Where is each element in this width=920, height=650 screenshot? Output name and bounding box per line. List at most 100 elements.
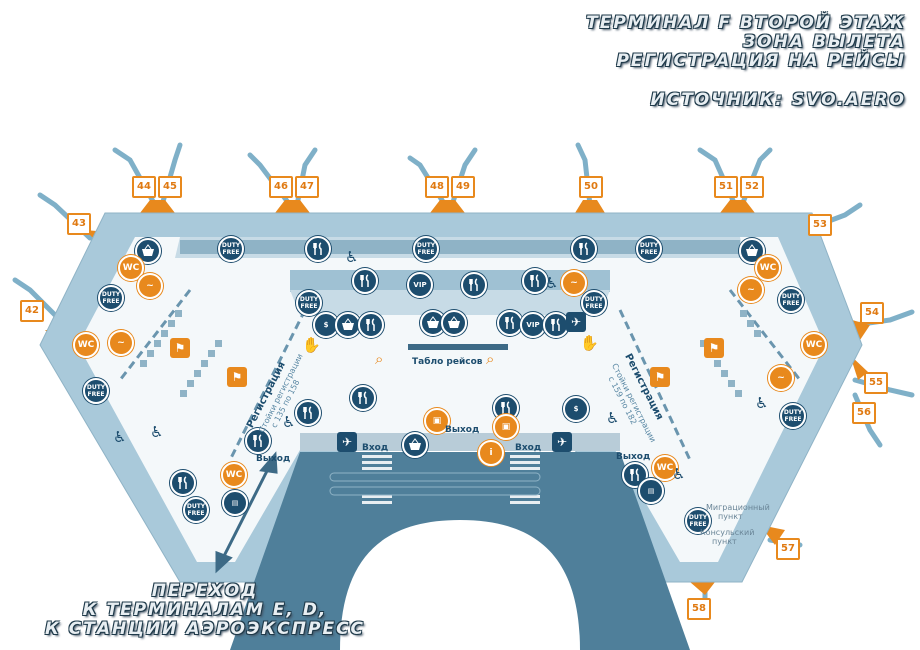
wheelchair-icon: ♿ (606, 409, 620, 427)
restaurant-icon (358, 312, 384, 338)
restaurant-icon (622, 462, 648, 488)
map-title: Терминал F второй этаж Зона вылета Регис… (586, 14, 906, 110)
title-line-1: Терминал F второй этаж (586, 13, 906, 33)
gate-51[interactable]: 51 (714, 176, 738, 198)
search-icon: ⌕ (486, 350, 495, 368)
passport-control-icon: ⚑ (227, 367, 247, 387)
exit-label: Выход (445, 425, 480, 435)
central-bar (300, 433, 620, 451)
wheelchair-icon: ♿ (113, 428, 127, 446)
gate-55[interactable]: 55 (864, 372, 888, 394)
wheelchair-icon: ♿ (345, 248, 359, 266)
restaurant-icon (543, 312, 569, 338)
gate-53[interactable]: 53 (808, 214, 832, 236)
gate-56[interactable]: 56 (852, 402, 876, 424)
gate-49[interactable]: 49 (451, 176, 475, 198)
gate-43[interactable]: 43 (67, 213, 91, 235)
transfer-title: Переход к терминалам E, D, к станции аэр… (10, 582, 400, 639)
entrance-label: Вход (362, 443, 389, 453)
baggage-wrap-icon: ▤ (638, 478, 664, 504)
restaurant-icon (461, 272, 487, 298)
currency-exchange-icon: $ (563, 396, 589, 422)
gate-54[interactable]: 54 (860, 302, 884, 324)
gate-47[interactable]: 47 (295, 176, 319, 198)
migration-line-2: пункт (718, 512, 743, 521)
departures-icon: ✈ (552, 432, 572, 452)
gate-45[interactable]: 45 (158, 176, 182, 198)
restaurant-icon (295, 400, 321, 426)
passage-arrow (215, 451, 278, 574)
exit-label: Выход (616, 452, 651, 462)
search-icon: ⌕ (375, 350, 384, 368)
gate-52[interactable]: 52 (740, 176, 764, 198)
info-icon: i (478, 440, 504, 466)
departures-icon: ✈ (566, 312, 586, 332)
counters (140, 310, 761, 397)
restaurant-icon (352, 268, 378, 294)
smoking-icon: ~ (561, 270, 587, 296)
flight-board (408, 344, 508, 350)
wc-icon: WC (221, 462, 247, 488)
wc-icon: WC (73, 332, 99, 358)
wheelchair-icon: ♿ (545, 274, 559, 292)
consular-line-1: Консульский (700, 528, 755, 537)
passport-control-icon: ⚑ (170, 338, 190, 358)
baggage-icon: ▣ (493, 414, 519, 440)
gate-48[interactable]: 48 (425, 176, 449, 198)
transfer-line-2: к терминалам E, D, (82, 600, 328, 620)
baggage-icon: ▣ (424, 408, 450, 434)
departures-icon: ✈ (337, 432, 357, 452)
transfer-line-3: к станции аэроэкспресс (44, 619, 366, 639)
escalators (362, 455, 540, 504)
wc-icon: WC (652, 455, 678, 481)
shop-icon (402, 432, 428, 458)
restaurant-icon (305, 236, 331, 262)
shop-icon (441, 310, 467, 336)
gate-44[interactable]: 44 (132, 176, 156, 198)
baggage-wrap-icon: ▤ (222, 490, 248, 516)
gate-42[interactable]: 42 (20, 300, 44, 322)
registration-lines (118, 289, 802, 461)
passport-control-icon: ⚑ (704, 338, 724, 358)
smoking-icon: ~ (108, 330, 134, 356)
consular-line-2: пункт (712, 537, 737, 546)
gate-50[interactable]: 50 (579, 176, 603, 198)
smoking-icon: ~ (768, 365, 794, 391)
transfer-line-1: Переход (151, 581, 259, 601)
restaurant-icon (571, 236, 597, 262)
migration-line-1: Миграционный (706, 503, 770, 512)
restaurant-icon (522, 268, 548, 294)
wheelchair-icon: ♿ (150, 423, 164, 441)
title-line-3: Регистрация на рейсы (616, 51, 906, 71)
vip-lounge-icon: VIP (520, 312, 546, 338)
entrance-label: Вход (515, 443, 542, 453)
smoking-icon: ~ (738, 277, 764, 303)
exit-label: Выход (256, 454, 291, 464)
wc-icon: WC (755, 255, 781, 281)
gate-58[interactable]: 58 (687, 598, 711, 620)
restaurant-icon (350, 385, 376, 411)
smoking-icon: ~ (137, 273, 163, 299)
gate-57[interactable]: 57 (776, 538, 800, 560)
vip-lounge-icon: VIP (407, 272, 433, 298)
title-line-2: Зона вылета (743, 32, 906, 52)
gate-46[interactable]: 46 (269, 176, 293, 198)
security-hand-icon: ✋ (302, 336, 321, 354)
passport-control-icon: ⚑ (650, 367, 670, 387)
wheelchair-icon: ♿ (672, 465, 686, 483)
wc-icon: WC (801, 332, 827, 358)
shop-icon (335, 312, 361, 338)
